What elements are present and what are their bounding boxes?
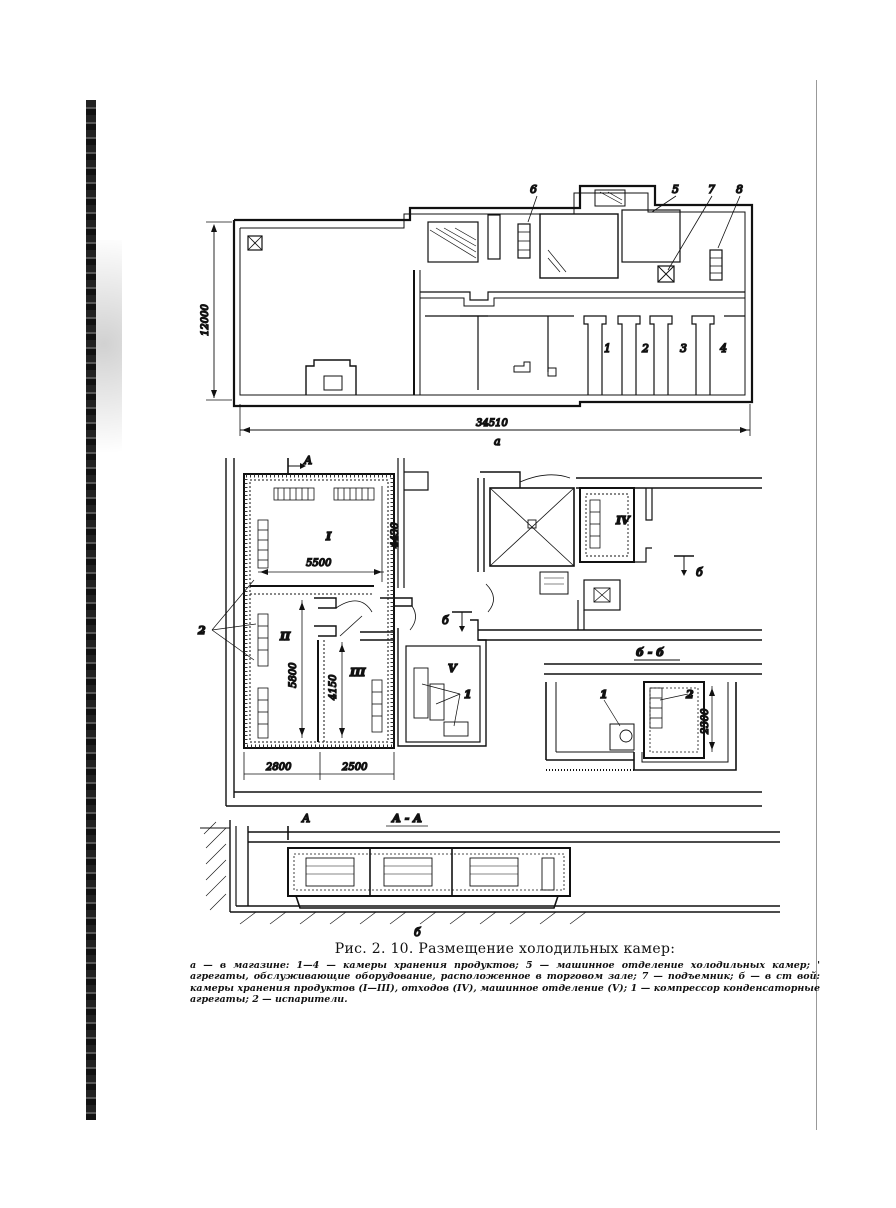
- callout-evaporators: 2: [197, 624, 206, 637]
- plan-a-callout-5: 5: [672, 183, 679, 196]
- scan-shadow: [96, 240, 122, 500]
- page-edge-line: [816, 80, 817, 1130]
- scan-binding-edge: [86, 100, 96, 1120]
- plan-b-label: б: [414, 926, 421, 939]
- plan-a-inner-wall: [239, 192, 746, 396]
- plan-a-dim-width: 34510: [476, 418, 508, 429]
- section-a-a: [200, 659, 780, 925]
- stairs: [429, 191, 623, 273]
- plan-a-dim-height: 12000: [200, 304, 211, 336]
- section-a-marker-top: А: [303, 454, 312, 467]
- plan-a-room-2: 2: [641, 342, 649, 355]
- dim-2500: 2500: [341, 762, 368, 773]
- room-IV-label: IV: [615, 514, 631, 527]
- dim-5800: 5800: [288, 662, 299, 688]
- room-I-label: I: [325, 530, 332, 543]
- section-b-callout-2: 2: [685, 688, 694, 701]
- plan-a-room-3: 3: [680, 342, 687, 355]
- room-V-label: V: [448, 662, 458, 675]
- section-a-marker-bottom: А: [301, 812, 310, 825]
- plan-a-room-4: 4: [719, 342, 727, 355]
- section-b-marker-left: б: [442, 614, 449, 627]
- plan-a-callout-8: 8: [736, 183, 743, 196]
- dim-5500: 5500: [306, 558, 332, 569]
- section-b-callout-1: 1: [600, 688, 608, 701]
- figure-caption: Рис. 2. 10. Размещение холодильных камер…: [190, 941, 820, 1006]
- dim-4150: 4150: [328, 674, 339, 701]
- figure-caption-title: Рис. 2. 10. Размещение холодильных камер…: [334, 941, 676, 957]
- dim-2800: 2800: [265, 762, 292, 773]
- plan-a-callout-7: 7: [708, 183, 715, 196]
- dim-4430: 4430: [390, 522, 401, 549]
- section-a-title: А - А: [391, 812, 422, 825]
- plan-b: [211, 458, 762, 807]
- plan-a-callout-6: 6: [530, 183, 537, 196]
- room-III-label: III: [349, 666, 366, 679]
- section-b-marker-right: б: [696, 566, 703, 579]
- evaporators: [257, 487, 663, 739]
- figure-caption-body: а — в магазине: 1—4 — камеры хранения пр…: [190, 959, 820, 1006]
- room-II-label: II: [279, 630, 291, 643]
- plan-a-room-1: 1: [604, 342, 611, 355]
- plan-a-outer-wall: [232, 184, 754, 408]
- plan-a-cold-rooms: [583, 315, 745, 395]
- plan-a-label: а: [494, 435, 501, 448]
- callout-units: 1: [464, 688, 472, 701]
- plan-a: [206, 184, 754, 436]
- section-b-title: б - б: [636, 646, 664, 659]
- dim-2300: 2300: [700, 708, 711, 735]
